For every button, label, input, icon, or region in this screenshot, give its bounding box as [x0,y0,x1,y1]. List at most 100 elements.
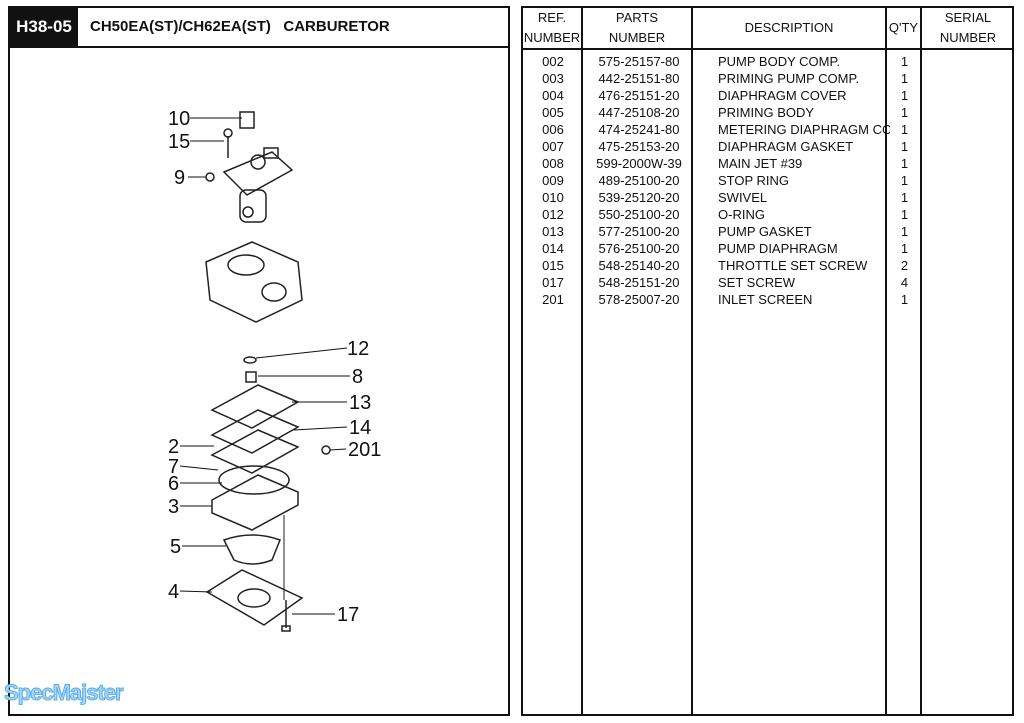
header-divider [523,48,1012,50]
cell-description: SET SCREW [718,275,796,290]
cell-ref-number: 013 [542,224,564,239]
callout-label: 7 [168,456,179,478]
cell-parts-number: 599-2000W-39 [596,156,682,171]
cell-parts-number: 447-25108-20 [598,105,680,120]
column-divider [920,8,922,714]
leader-line [293,426,348,431]
cell-description: PRIMING BODY [718,105,815,120]
cell-parts-number: 442-25151-80 [598,71,680,86]
callout-label: 12 [347,338,369,360]
cell-ref-number: 010 [542,190,564,205]
cell-qty: 1 [900,156,909,171]
leader-line [329,448,347,451]
cell-ref-number: 012 [542,207,564,222]
cell-parts-number: 475-25153-20 [598,139,680,154]
cell-parts-number: 548-25151-20 [598,275,680,290]
cell-parts-number: 548-25140-20 [598,258,680,273]
callout-label: 17 [337,604,359,626]
cell-ref-number: 017 [542,275,564,290]
table-row: 007 475-25153-20 DIAPHRAGM GASKET 1 [523,138,1012,155]
cell-ref-number: 014 [542,241,564,256]
page-title: CH50EA(ST)/CH62EA(ST) CARBURETOR [90,18,390,35]
column-divider [885,8,887,714]
cell-qty: 1 [900,190,909,205]
cell-parts-number: 575-25157-80 [598,54,680,69]
callout-label: 8 [352,366,363,388]
cell-qty: 1 [900,224,909,239]
cell-qty: 1 [900,88,909,103]
column-divider [581,8,583,714]
table-row: 004 476-25151-20 DIAPHRAGM COVER 1 [523,87,1012,104]
callout-label: 4 [168,581,179,603]
cell-description: DIAPHRAGM COVER [718,88,847,103]
cell-parts-number: 476-25151-20 [598,88,680,103]
header-ref-number: REF. NUMBER [523,10,581,45]
cell-parts-number: 550-25100-20 [598,207,680,222]
callout-label: 9 [174,167,185,189]
table-row: 008 599-2000W-39 MAIN JET #39 1 [523,155,1012,172]
cell-ref-number: 008 [542,156,564,171]
cell-ref-number: 002 [542,54,564,69]
cell-description: INLET SCREEN [718,292,813,307]
cell-ref-number: 007 [542,139,564,154]
cell-description: METERING DIAPHRAGM COMP. [718,122,890,137]
cell-description: THROTTLE SET SCREW [718,258,868,273]
cell-qty: 1 [900,173,909,188]
cell-ref-number: 003 [542,71,564,86]
callout-label: 6 [168,473,179,495]
cell-parts-number: 577-25100-20 [598,224,680,239]
cell-qty: 1 [900,139,909,154]
callout-label: 10 [168,108,190,130]
cell-ref-number: 004 [542,88,564,103]
table-row: 003 442-25151-80 PRIMING PUMP COMP. 1 [523,70,1012,87]
column-divider [691,8,693,714]
cell-parts-number: 578-25007-20 [598,292,680,307]
table-row: 014 576-25100-20 PUMP DIAPHRAGM 1 [523,240,1012,257]
cell-qty: 1 [900,105,909,120]
callout-label: 201 [348,439,381,461]
callout-label: 13 [349,392,371,414]
cell-description: PUMP DIAPHRAGM [718,241,838,256]
cell-description: MAIN JET #39 [718,156,803,171]
cell-ref-number: 006 [542,122,564,137]
section-code: H38-05 [10,8,78,46]
callout-label: 14 [349,417,371,439]
table-row: 013 577-25100-20 PUMP GASKET 1 [523,223,1012,240]
leader-line [179,590,213,593]
cell-parts-number: 576-25100-20 [598,241,680,256]
cell-description: PUMP GASKET [718,224,812,239]
cell-qty: 1 [900,241,909,256]
table-row: 017 548-25151-20 SET SCREW 4 [523,274,1012,291]
cell-description: PRIMING PUMP COMP. [718,71,860,86]
leader-line [179,465,219,471]
cell-ref-number: 015 [542,258,564,273]
callout-label: 3 [168,496,179,518]
cell-ref-number: 009 [542,173,564,188]
leader-line [255,347,348,359]
table-row: 010 539-25120-20 SWIVEL 1 [523,189,1012,206]
cell-qty: 1 [900,292,909,307]
cell-description: PUMP BODY COMP. [718,54,841,69]
cell-parts-number: 474-25241-80 [598,122,680,137]
callout-label: 15 [168,131,190,153]
cell-qty: 1 [900,71,909,86]
cell-qty: 4 [900,275,909,290]
cell-description: SWIVEL [718,190,768,205]
table-row: 005 447-25108-20 PRIMING BODY 1 [523,104,1012,121]
cell-description: O-RING [718,207,765,222]
watermark-logo: SpecMajster [4,680,125,706]
callout-label: 2 [168,436,179,458]
cell-parts-number: 539-25120-20 [598,190,680,205]
cell-ref-number: 201 [542,292,564,307]
header-description: DESCRIPTION [744,20,834,35]
cell-ref-number: 005 [542,105,564,120]
cell-description: DIAPHRAGM GASKET [718,139,854,154]
cell-description: STOP RING [718,173,790,188]
header-parts-number: PARTS NUMBER [608,10,666,45]
